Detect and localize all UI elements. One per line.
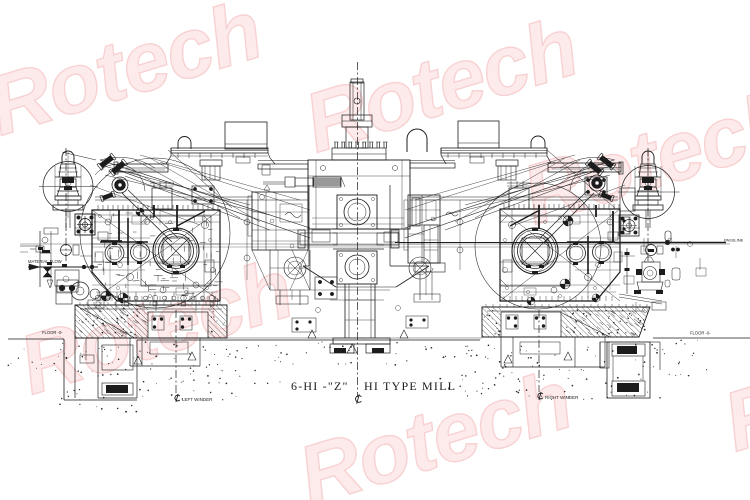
svg-text:HI TYPE MILL: HI TYPE MILL <box>364 379 456 393</box>
svg-text:6-HI -"Z": 6-HI -"Z" <box>291 379 349 393</box>
svg-text:LEFT WINDER: LEFT WINDER <box>182 397 213 402</box>
svg-text:RIGHT WINDER: RIGHT WINDER <box>545 395 579 400</box>
svg-text:FLOOR -0-: FLOOR -0- <box>42 330 63 335</box>
svg-text:PASSLINE: PASSLINE <box>724 238 744 243</box>
svg-text:FLOOR -0-: FLOOR -0- <box>690 331 711 336</box>
svg-text:MATERIAL FLOW: MATERIAL FLOW <box>28 259 62 264</box>
